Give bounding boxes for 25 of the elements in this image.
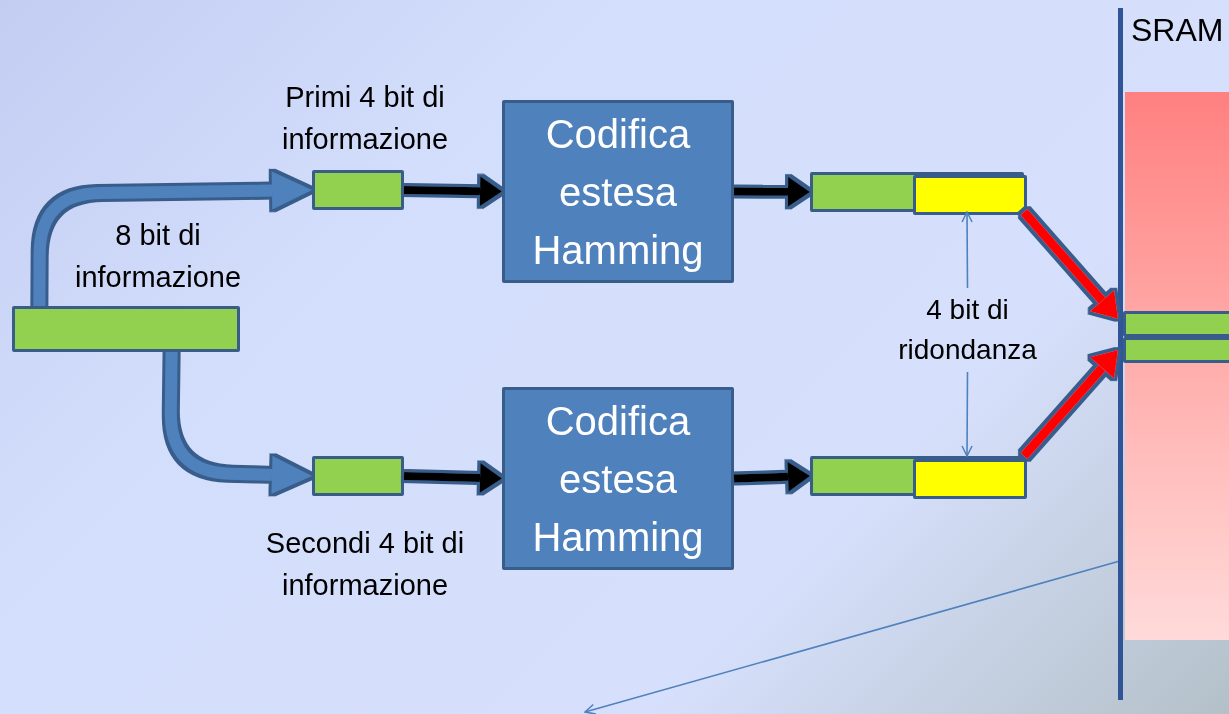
block-arrow xyxy=(403,176,502,207)
process-box: Codifica estesa Hamming xyxy=(502,387,734,570)
block-arrow xyxy=(1020,350,1118,459)
bit-bar xyxy=(1123,311,1229,337)
bit-bar xyxy=(12,306,240,352)
arrow xyxy=(584,560,1119,714)
annotation-text: 4 bit di ridondanza xyxy=(897,293,1038,367)
bit-bar xyxy=(312,456,404,496)
bit-bar xyxy=(810,172,1024,212)
memory-label: SRAM xyxy=(1131,11,1224,50)
bit-bar xyxy=(913,175,1027,215)
bit-bar xyxy=(913,459,1027,499)
process-box: Codifica estesa Hamming xyxy=(502,100,734,283)
bar-caption: Primi 4 bit di informazione xyxy=(281,80,449,157)
arrow xyxy=(961,211,973,289)
memory-column xyxy=(1118,8,1229,700)
arrow xyxy=(961,371,973,457)
bar-caption: Secondi 4 bit di informazione xyxy=(264,526,466,603)
block-arrow xyxy=(164,351,312,494)
bit-bar xyxy=(810,456,1024,496)
block-arrow xyxy=(33,171,312,307)
bar-caption: 8 bit di informazione xyxy=(74,218,242,295)
bit-bar xyxy=(312,170,404,210)
block-arrow xyxy=(1020,209,1118,319)
bit-bar xyxy=(1123,337,1229,363)
